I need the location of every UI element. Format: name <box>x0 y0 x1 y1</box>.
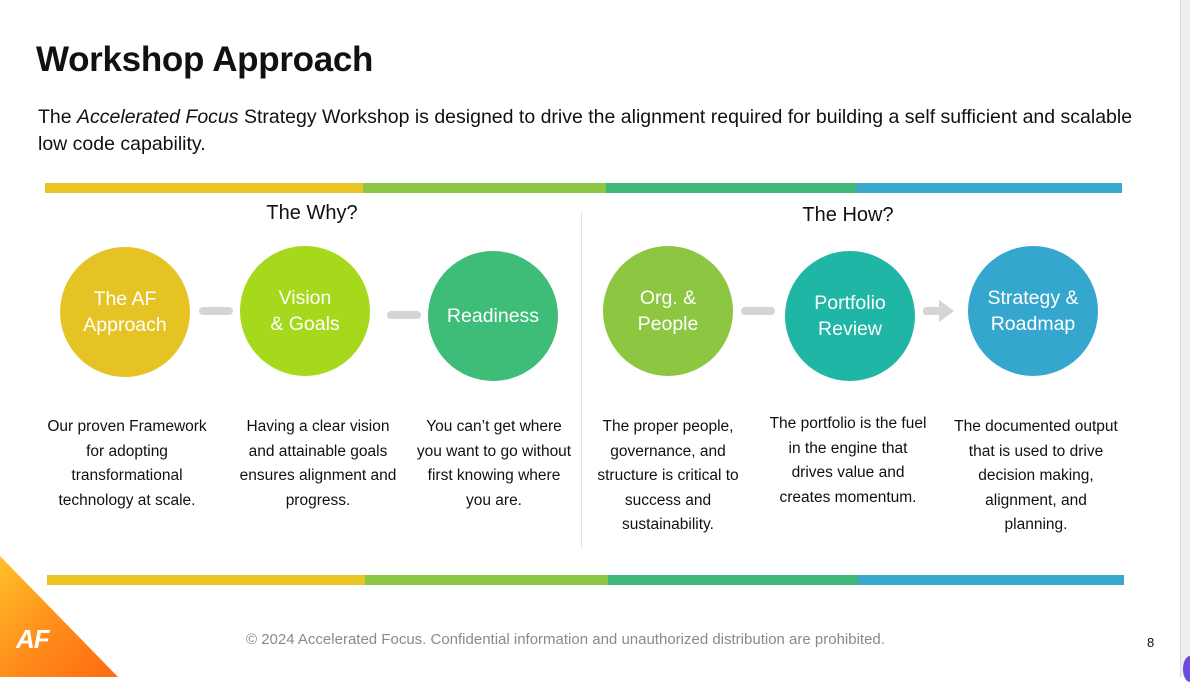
top-color-band <box>45 183 1122 193</box>
step-circle-readiness: Readiness <box>428 251 558 381</box>
window-edge <box>1180 0 1190 677</box>
intro-text-start: The <box>38 106 78 128</box>
band-segment-lime <box>363 183 606 193</box>
step-description-strategy-roadmap: The documented output that is used to dr… <box>954 418 1118 533</box>
connector-3 <box>741 307 775 315</box>
step-circle-af-approach: The AF Approach <box>60 247 190 377</box>
arrow-right-icon <box>923 300 954 322</box>
intro-text-emphasis: Accelerated Focus <box>77 106 239 128</box>
intro-text-end: Strategy Workshop is designed to drive t… <box>38 106 1133 155</box>
step-circle-portfolio-review: Portfolio Review <box>785 251 915 381</box>
slide-title: Workshop Approach <box>36 40 374 79</box>
page-number: 8 <box>1147 635 1155 650</box>
band-segment-blue <box>856 183 1122 193</box>
step-description-vision-goals: Having a clear vision and attainable goa… <box>239 418 397 509</box>
band-segment-yellow <box>47 575 365 585</box>
footer-copyright: © 2024 Accelerated Focus. Confidential i… <box>246 631 885 648</box>
section-heading-why: The Why? <box>266 202 358 224</box>
step-description-portfolio-review: The portfolio is the fuel in the engine … <box>769 415 927 506</box>
band-segment-green <box>608 575 858 585</box>
band-segment-yellow <box>45 183 363 193</box>
intro-text: The Accelerated Focus Strategy Workshop … <box>38 104 1138 158</box>
band-segment-green <box>606 183 856 193</box>
step-description-org-people: The proper people, governance, and struc… <box>597 418 739 533</box>
section-divider <box>581 212 582 548</box>
bottom-color-band <box>47 575 1124 585</box>
section-heading-how: The How? <box>802 204 894 226</box>
connector-1 <box>199 307 233 315</box>
step-description-readiness: You can’t get where you want to go witho… <box>416 418 572 509</box>
af-logo: AF <box>16 624 50 654</box>
step-circle-org-people: Org. & People <box>603 246 733 376</box>
step-circle-strategy-roadmap: Strategy & Roadmap <box>968 246 1098 376</box>
band-segment-blue <box>858 575 1124 585</box>
band-segment-lime <box>365 575 608 585</box>
step-description-af-approach: Our proven Framework for adopting transf… <box>47 418 207 509</box>
step-circle-vision-goals: Vision & Goals <box>240 246 370 376</box>
connector-2 <box>387 311 421 319</box>
corner-indicator <box>1183 656 1190 682</box>
